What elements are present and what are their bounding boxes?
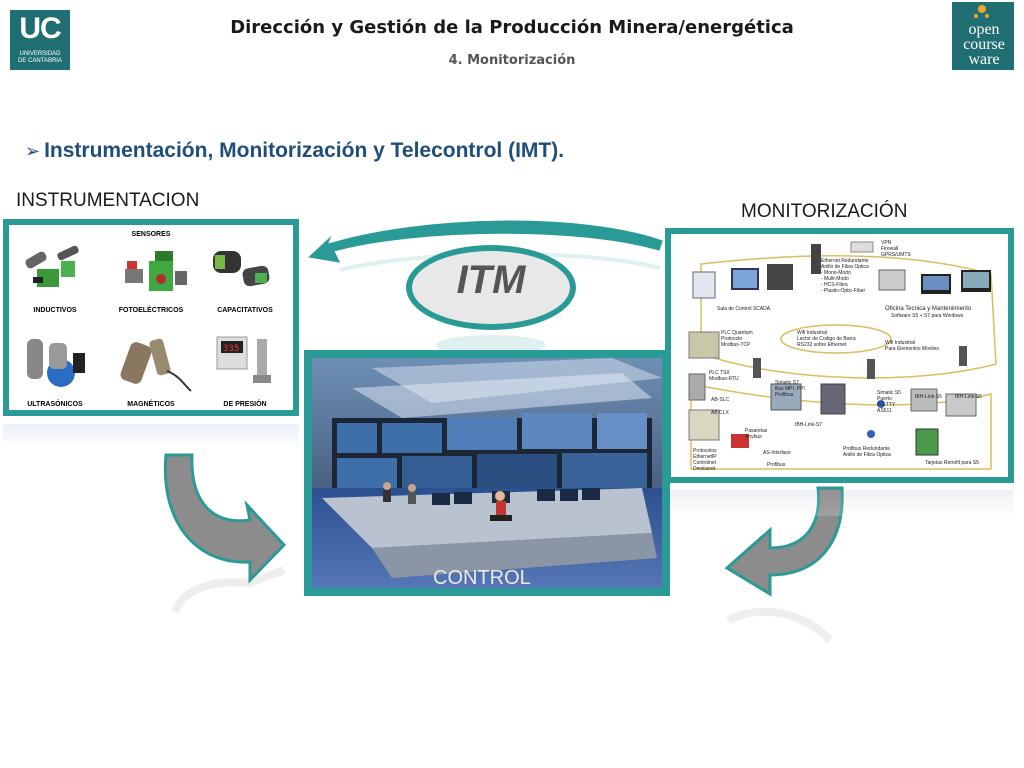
net-ibh-3: IBH-Link-S7 — [795, 422, 822, 428]
ocw-logo: open course ware — [952, 2, 1014, 70]
photoelectric-sensor-icon — [125, 251, 187, 291]
sensor-inductivos: INDUCTIVOS — [9, 241, 101, 319]
net-sala: Sala de Control SCADA — [717, 306, 771, 312]
net-ibh-1: IBH-Link-S5 — [915, 394, 942, 400]
net-wifi-industrial: Wifi Industrial Lector de Codigo de Barr… — [797, 330, 856, 348]
right-arrow — [724, 486, 844, 597]
net-simatic-s5: Simatic S5 Puerto PG-TTY AS511 — [877, 390, 901, 414]
instrumentation-reflection — [3, 424, 299, 448]
ocw-word-3: ware — [968, 51, 1000, 68]
net-simatic-s7: Simatic S7 Bus MPI, PPI Profibus — [775, 380, 805, 398]
itm-label: ITM — [456, 258, 526, 302]
net-plc-tsx: PLC TSX Modbus-RTU — [709, 370, 739, 382]
net-profibus: Profibus — [767, 462, 786, 468]
uc-logo-text: UC — [19, 12, 61, 45]
capacitive-sensor-icon — [213, 251, 270, 287]
ocw-word-1: open — [968, 21, 1000, 38]
instrumentation-panel: SENSORES INDUCTIVOS FOTOELÉCTRICOS CAPAC… — [3, 219, 299, 416]
monitoring-panel: Sala de Control SCADA Oficina Tecnica y … — [665, 228, 1014, 483]
net-as-interface: AS-Interface — [763, 450, 791, 456]
net-pasarelas: Pasarelas Anybus — [745, 428, 768, 440]
uc-logo: UC UNIVERSIDAD DE CANTABRIA — [10, 10, 70, 70]
net-vpn: VPN Firewall GPRS/UMTS — [881, 240, 911, 258]
net-tarjetas: Tarjetas Retrofit para S5 — [925, 460, 979, 466]
sensor-capacitativos: CAPACITATIVOS — [199, 241, 291, 319]
control-label: CONTROL — [433, 567, 531, 589]
itm-ellipse — [406, 245, 576, 330]
svg-text:335: 335 — [223, 344, 239, 354]
net-oficina: Oficina Tecnica y Mantenimiento — [885, 306, 972, 312]
section-heading-text: Instrumentación, Monitorización y Teleco… — [44, 139, 565, 162]
ocw-dots-icon — [974, 5, 989, 18]
ultrasonic-sensor-icon — [27, 339, 85, 387]
label-monitorizacion: MONITORIZACIÓN — [741, 201, 908, 222]
net-software: Software S5 + S7 para Windows — [891, 313, 964, 319]
sensor-fotoelectricos: FOTOELÉCTRICOS — [105, 241, 197, 319]
sensor-ultrasonicos: ULTRASÓNICOS — [9, 331, 101, 415]
net-ethernet: Ethernet Redundante Anillo de Fibra Opti… — [821, 258, 869, 294]
label-instrumentacion: INSTRUMENTACION — [16, 190, 200, 211]
sensor-magneticos: MAGNÉTICOS — [105, 331, 197, 415]
net-profibus-redundante: Profibus Redundante Anillo de Fibra Opti… — [843, 446, 891, 458]
net-plc-quantum: PLC Quantum Protocolo Modbus-TCP — [721, 330, 753, 348]
left-arrow — [163, 453, 287, 584]
magnetic-sensor-icon — [120, 338, 192, 392]
pressure-sensor-icon: 335 — [216, 336, 271, 383]
ocw-word-2: course — [963, 36, 1005, 53]
net-protocolos: Protocolos EthernetIP Controlnet Devicen… — [693, 448, 717, 472]
monitoring-reflection — [665, 490, 1014, 516]
slide-subtitle: 4. Monitorización — [448, 53, 576, 68]
top-arrow — [303, 218, 666, 266]
inductive-sensor-icon — [25, 245, 79, 287]
sensors-title: SENSORES — [131, 231, 171, 238]
uc-logo-caption: UNIVERSIDAD DE CANTABRIA — [18, 51, 62, 64]
net-wifi-moviles: Wifi Industrial Para Elementos Moviles — [885, 340, 939, 352]
net-ab-clx: AB CLX — [711, 410, 729, 416]
arrow-bullet-icon: ➢ — [25, 141, 41, 161]
sensor-presion: 335 DE PRESIÓN — [199, 331, 291, 415]
control-room-image — [312, 358, 662, 588]
network-diagram — [688, 241, 997, 470]
section-heading: ➢Instrumentación, Monitorización y Telec… — [25, 139, 564, 163]
net-ibh-2: IBH-Link-S5 — [955, 394, 982, 400]
slide-title: Dirección y Gestión de la Producción Min… — [230, 17, 794, 38]
net-ab-slc: AB-SLC — [711, 397, 730, 403]
control-panel: CONTROL — [304, 350, 670, 596]
